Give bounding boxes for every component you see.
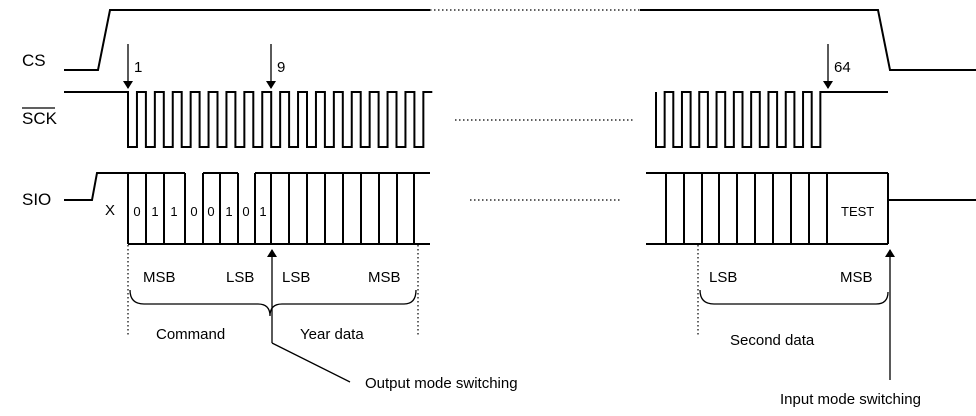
cs-waveform (64, 9, 976, 71)
command-bit-value: 0 (133, 204, 140, 219)
clock-1-label: 1 (134, 59, 142, 76)
sio-initial-segment (64, 172, 129, 244)
second-lsb-label: LSB (709, 269, 737, 286)
sio-test-value: TEST (841, 204, 874, 219)
command-bit-value: 0 (242, 204, 249, 219)
command-bit-value: 1 (225, 204, 232, 219)
command-bit-value: 0 (207, 204, 214, 219)
year-msb-label: MSB (368, 269, 401, 286)
command-bit-value: 1 (259, 204, 266, 219)
sck-signal-label: SCK (22, 109, 58, 128)
command-bit-value: 1 (170, 204, 177, 219)
sio-initial-value: X (105, 202, 115, 219)
sck-pulses-start (64, 91, 433, 148)
second-field-label: Second data (730, 332, 815, 349)
second-msb-label: MSB (840, 269, 873, 286)
command-year-brace (129, 289, 417, 317)
input-switch-label: Input mode switching (780, 391, 921, 408)
sck-pulses-end (655, 91, 888, 148)
command-lsb-label: LSB (226, 269, 254, 286)
cs-signal-label: CS (22, 51, 46, 70)
sio-waveform (64, 172, 976, 245)
year-lsb-label: LSB (282, 269, 310, 286)
second-data-brace (699, 289, 889, 305)
sck-waveform (64, 91, 888, 148)
command-bit-value: 0 (190, 204, 197, 219)
command-field-label: Command (156, 326, 225, 343)
output-switch-label: Output mode switching (365, 375, 518, 392)
command-msb-label: MSB (143, 269, 176, 286)
sio-end-segment (887, 199, 976, 244)
output-switch-leader (271, 342, 351, 383)
command-bit-value: 1 (151, 204, 158, 219)
clock-9-label: 9 (277, 59, 285, 76)
sio-signal-label: SIO (22, 190, 51, 209)
year-field-label: Year data (300, 326, 364, 343)
clock-64-label: 64 (834, 59, 851, 76)
